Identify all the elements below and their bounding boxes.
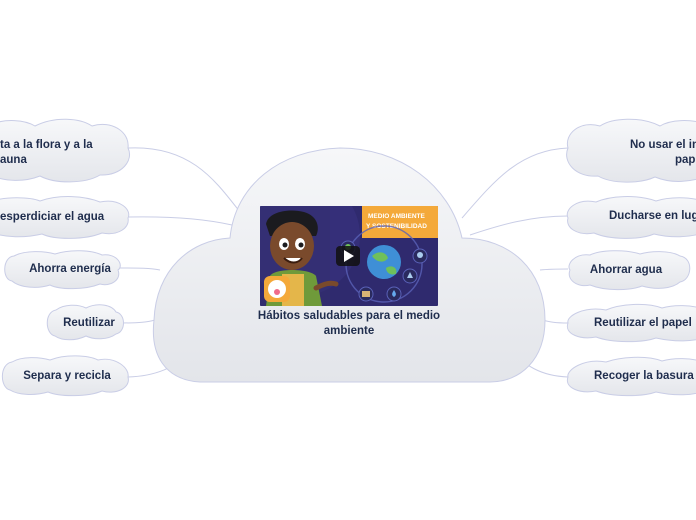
lightbulb-icon — [412, 248, 428, 264]
left-node-5-label[interactable]: Separa y recicla — [23, 370, 111, 382]
left-node-1-line-1: ta a la flora y a la — [0, 139, 93, 151]
left-node-cloud-1[interactable] — [0, 118, 130, 183]
left-node-cloud-3[interactable] — [4, 250, 121, 290]
left-node-1-line-2: auna — [0, 154, 27, 166]
box-icon — [358, 286, 374, 302]
right-node-cloud-3[interactable] — [568, 250, 691, 291]
right-node-2-label[interactable]: Ducharse en lug — [609, 210, 696, 222]
left-node-cloud-2[interactable] — [0, 196, 130, 239]
left-node-1-label[interactable]: ta a la flora y a la auna — [0, 138, 120, 168]
right-node-3-label[interactable]: Ahorrar agua — [589, 264, 663, 276]
water-drop-icon — [386, 286, 402, 302]
right-node-5-label[interactable]: Recoger la basura — [594, 370, 694, 382]
right-node-4-label[interactable]: Reutilizar el papel — [594, 317, 692, 329]
thumbnail-art: MEDIO AMBIENTE Y SOSTENIBILIDAD — [260, 206, 438, 306]
right-node-1-line-1: No usar el in — [630, 139, 696, 151]
globe-icon — [367, 245, 401, 279]
left-node-3-label[interactable]: Ahorra energía — [29, 263, 111, 275]
right-node-cloud-4[interactable] — [566, 303, 696, 343]
left-node-cloud-4[interactable] — [46, 304, 124, 341]
right-node-cloud-1[interactable] — [566, 118, 696, 183]
right-node-1-line-2: pap — [675, 154, 696, 166]
play-icon[interactable] — [336, 246, 360, 266]
left-clouds — [0, 118, 130, 397]
thumbnail-banner — [362, 206, 438, 238]
left-node-4-label[interactable]: Reutilizar — [63, 317, 115, 329]
banner-line-2: Y SOSTENIBILIDAD — [366, 223, 427, 230]
left-node-cloud-5[interactable] — [1, 355, 129, 397]
central-topic-title[interactable]: Hábitos saludables para el medio ambient… — [257, 310, 441, 337]
character-face — [270, 222, 314, 270]
right-clouds — [566, 118, 696, 397]
recycle-icon — [402, 268, 418, 284]
video-thumbnail[interactable]: MEDIO AMBIENTE Y SOSTENIBILIDAD — [260, 206, 438, 306]
right-node-cloud-5[interactable] — [566, 356, 696, 397]
right-node-cloud-2[interactable] — [566, 196, 696, 239]
left-node-2-label[interactable]: esperdiciar el agua — [0, 211, 105, 223]
banner-line-1: MEDIO AMBIENTE — [368, 213, 425, 220]
right-node-1-label[interactable]: No usar el in pap — [620, 138, 696, 168]
